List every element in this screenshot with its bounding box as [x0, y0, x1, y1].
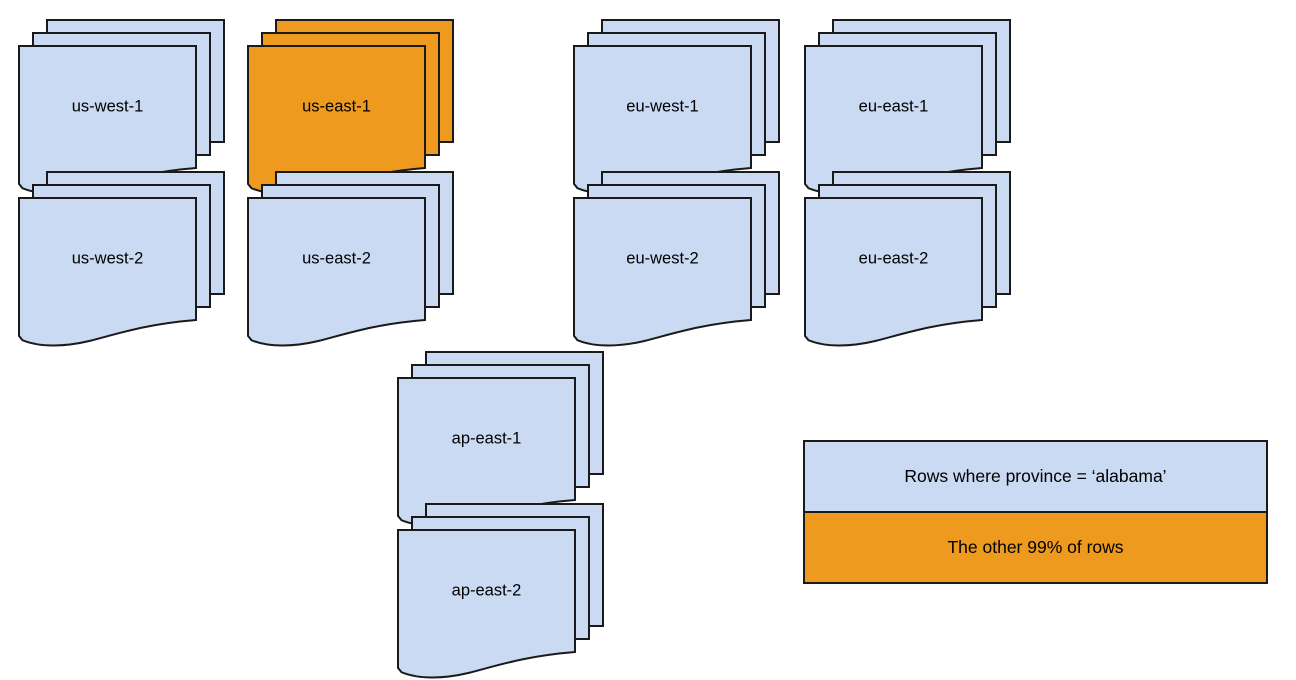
- document-stack-eu-west-2[interactable]: eu-west-2: [573, 171, 780, 347]
- document-stack-eu-east-2[interactable]: eu-east-2: [804, 171, 1011, 347]
- stack-label-eu-east-2: eu-east-2: [859, 249, 929, 267]
- document-stack-us-west-2[interactable]: us-west-2: [18, 171, 225, 347]
- stack-front-sheet: [18, 197, 197, 347]
- stack-label-us-west-2: us-west-2: [72, 249, 144, 267]
- document-stack-eu-east-1[interactable]: eu-east-1: [804, 19, 1011, 195]
- stack-label-us-east-2: us-east-2: [302, 249, 371, 267]
- stack-front-sheet: [573, 197, 752, 347]
- legend-row-alabama-label: Rows where province = ‘alabama’: [904, 466, 1166, 486]
- document-stack-us-west-1[interactable]: us-west-1: [18, 19, 225, 195]
- stack-label-eu-west-1: eu-west-1: [626, 97, 698, 115]
- stack-front-sheet: [397, 529, 576, 679]
- legend-row-other-label: The other 99% of rows: [947, 537, 1123, 557]
- document-stack-ap-east-2[interactable]: ap-east-2: [397, 503, 604, 679]
- stack-label-us-east-1: us-east-1: [302, 97, 371, 115]
- stack-front-sheet: [247, 197, 426, 347]
- stack-label-ap-east-2: ap-east-2: [452, 581, 522, 599]
- stack-label-us-west-1: us-west-1: [72, 97, 144, 115]
- legend-row-other[interactable]: [803, 511, 1268, 584]
- stack-label-eu-west-2: eu-west-2: [626, 249, 698, 267]
- document-stack-us-east-1[interactable]: us-east-1: [247, 19, 454, 195]
- document-stack-us-east-2[interactable]: us-east-2: [247, 171, 454, 347]
- stack-label-eu-east-1: eu-east-1: [859, 97, 929, 115]
- document-stack-ap-east-1[interactable]: ap-east-1: [397, 351, 604, 527]
- document-stacks-group: us-west-1 us-east-1 eu-west-1 eu-east-1 us-w…: [18, 19, 1011, 679]
- stack-front-sheet: [804, 197, 983, 347]
- legend-row-alabama[interactable]: [803, 440, 1268, 513]
- document-stack-eu-west-1[interactable]: eu-west-1: [573, 19, 780, 195]
- stack-label-ap-east-1: ap-east-1: [452, 429, 522, 447]
- legend: Rows where province = ‘alabama’ The other…: [803, 440, 1268, 584]
